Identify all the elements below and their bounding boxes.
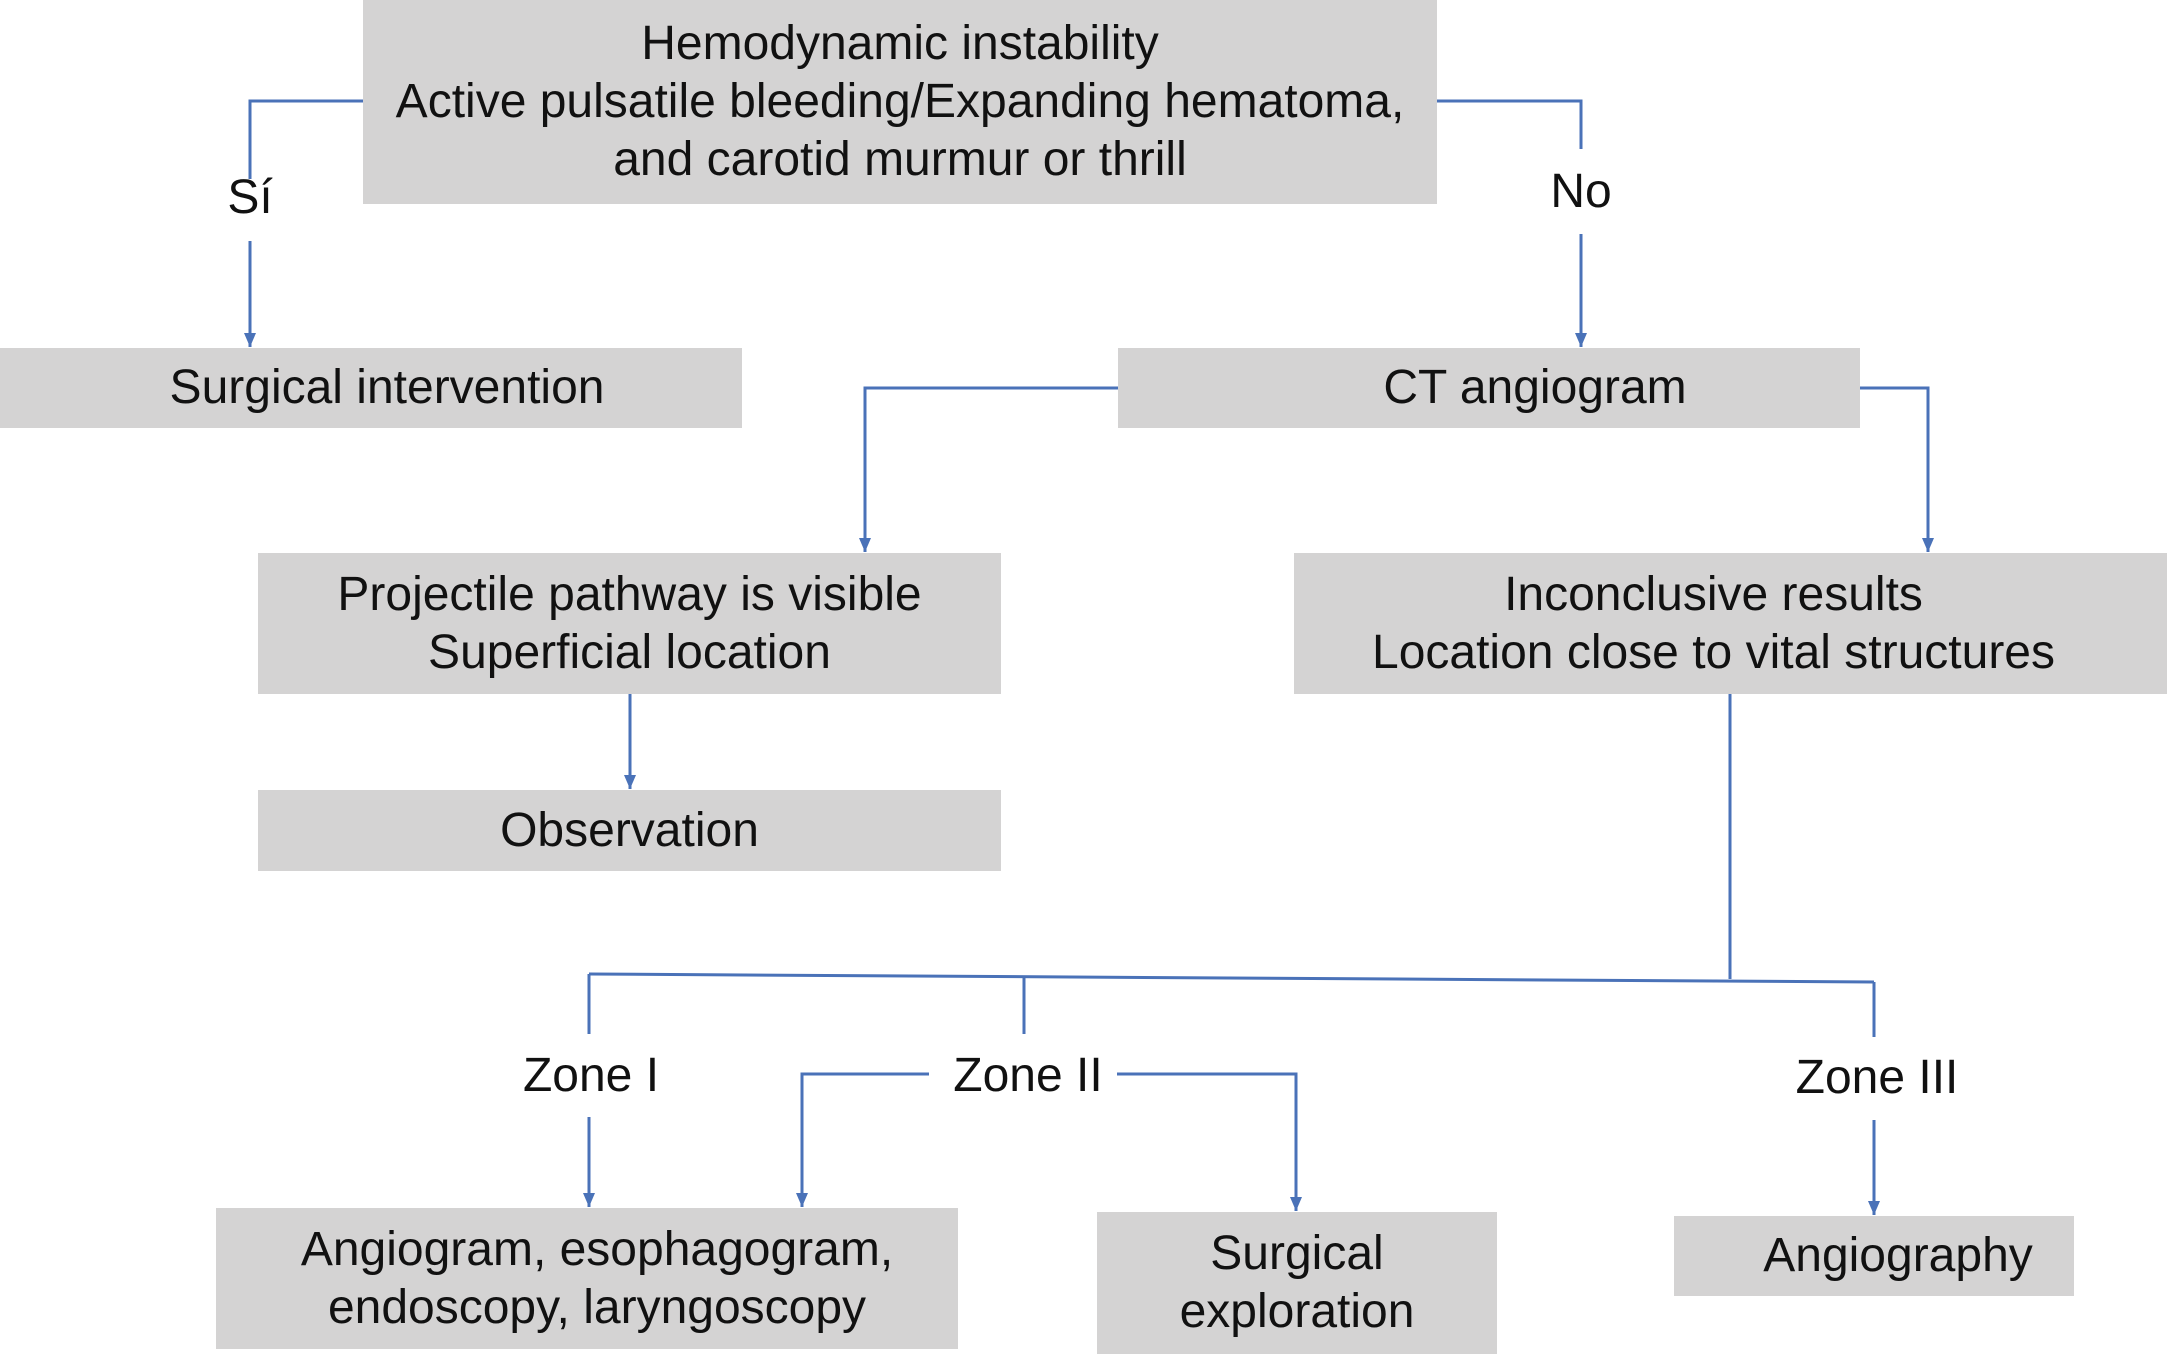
node-angiogram-esophagogram-endoscopy: Angiogram, esophagogram, endoscopy, lary… — [216, 1208, 958, 1349]
node-text-line: and carotid murmur or thrill — [613, 133, 1187, 186]
node-inconclusive-results: Inconclusive results Location close to v… — [1294, 553, 2167, 694]
node-text-line: Surgical intervention — [169, 361, 605, 414]
node-ct-angiogram: CT angiogram — [1118, 348, 1860, 428]
edge-zone2-to-exploration — [1117, 1072, 1302, 1211]
edge-label-yes: Sí — [227, 171, 273, 224]
node-hemodynamic-instability: Hemodynamic instability Active pulsatile… — [363, 0, 1437, 204]
node-text-line: Active pulsatile bleeding/Expanding hema… — [395, 75, 1405, 128]
edge-ct-to-projectile — [859, 386, 1118, 552]
edge-label-zone-2: Zone II — [953, 1049, 1103, 1102]
node-surgical-intervention: Surgical intervention — [0, 348, 742, 428]
node-text-line: Surgical — [1210, 1227, 1384, 1280]
edge-label-no: No — [1550, 165, 1612, 218]
edge-label-zone-3: Zone III — [1795, 1051, 1959, 1104]
edge-label-zone-1: Zone I — [522, 1049, 660, 1102]
node-observation: Observation — [258, 790, 1001, 871]
node-surgical-exploration: Surgical exploration — [1097, 1212, 1497, 1354]
node-text-line: Angiogram, esophagogram, — [300, 1222, 894, 1276]
node-angiography: Angiography — [1674, 1216, 2074, 1296]
node-text-line: endoscopy, laryngoscopy — [327, 1280, 867, 1334]
node-text-line: Inconclusive results — [1504, 567, 1923, 621]
node-text-line: Observation — [500, 803, 759, 857]
node-text-line: Location close to vital structures — [1372, 625, 2055, 679]
node-projectile-pathway: Projectile pathway is visible Superficia… — [258, 553, 1001, 694]
node-text-line: CT angiogram — [1383, 361, 1687, 414]
node-text-line: Angiography — [1763, 1229, 2033, 1282]
edge-zone2-to-tests — [796, 1072, 929, 1207]
edge-ct-to-inconclusive — [1860, 386, 1934, 552]
edge-start-to-no-label — [1437, 99, 1583, 149]
node-text-line: Superficial location — [428, 625, 831, 679]
node-text-line: exploration — [1179, 1285, 1415, 1338]
zone-bus-line — [588, 972, 1875, 984]
node-text-line: Projectile pathway is visible — [337, 567, 922, 621]
node-text-line: Hemodynamic instability — [641, 17, 1159, 70]
edge-start-to-yes-label — [248, 99, 363, 179]
